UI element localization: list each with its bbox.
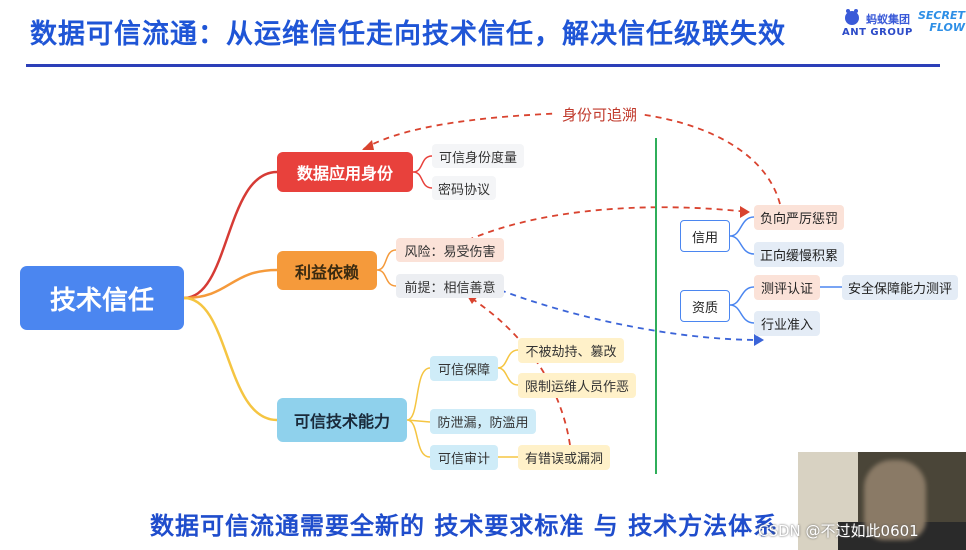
leaf-trusted-guarantee: 可信保障 [430, 356, 498, 381]
subleaf-limit-ops-misconduct: 限制运维人员作恶 [518, 373, 636, 398]
ant-logo-en: ANT GROUP [842, 27, 913, 38]
credit-item-severe-penalty: 负向严厉惩罚 [754, 205, 844, 230]
qual-item-industry-access: 行业准入 [754, 311, 820, 336]
branch-trusted-tech-capability: 可信技术能力 [277, 398, 407, 442]
qual-item-certification: 测评认证 [754, 275, 820, 300]
presenter-webcam [798, 452, 966, 550]
dash-risk-to-credit [447, 206, 749, 251]
security-capability-assessment: 安全保障能力测评 [842, 275, 958, 300]
title-underline [26, 64, 940, 67]
connector-root-interest [183, 268, 278, 300]
subleaf-errors-or-bugs: 有错误或漏洞 [518, 445, 610, 470]
leaf-risk-vulnerable: 风险：易受伤害 [396, 238, 504, 262]
connector-capability-leaves [406, 367, 431, 458]
dash-trace-arrowhead [362, 140, 374, 150]
connector-root-capability [183, 296, 278, 422]
connector-identity-leaves [412, 155, 433, 189]
branch-data-app-identity: 数据应用身份 [277, 152, 413, 192]
branch-interest-dependency: 利益依赖 [277, 251, 377, 290]
ant-logo-icon [845, 9, 859, 25]
connector-interest-leaves [376, 249, 397, 287]
connector-qual-items [729, 286, 755, 324]
secretflow-logo: SECRET FLOW [918, 10, 965, 34]
right-node-credit: 信用 [680, 220, 730, 252]
leaf-crypto-protocol: 密码协议 [432, 176, 496, 200]
secretflow-logo-line1: SECRET [918, 9, 965, 22]
connector-credit-items [729, 216, 755, 255]
connector-guarantee-subleaves [497, 349, 519, 386]
csdn-watermark: CSDN @不过如此0601 [758, 522, 919, 540]
subleaf-no-hijack-tamper: 不被劫持、篡改 [518, 338, 624, 363]
right-node-qualification: 资质 [680, 290, 730, 322]
leaf-leak-abuse-prevention: 防泄漏，防滥用 [430, 409, 536, 434]
secretflow-logo-line2: FLOW [929, 21, 965, 34]
divider-green-line [655, 138, 657, 474]
leaf-trusted-identity-measure: 可信身份度量 [432, 144, 524, 168]
ant-group-logo: 蚂蚁集团 ANT GROUP [842, 8, 913, 42]
dash-premise-to-access [499, 289, 761, 341]
page-title: 数据可信流通：从运维信任走向技术信任，解决信任级联失效 [30, 19, 786, 50]
leaf-premise-goodwill: 前提：相信善意 [396, 274, 504, 298]
dash-trace-arc [361, 110, 781, 205]
ant-logo-cn: 蚂蚁集团 [866, 13, 910, 26]
connector-root-identity [183, 170, 278, 300]
webcam-face [864, 460, 926, 540]
leaf-trusted-audit: 可信审计 [430, 445, 498, 470]
dash-risk-arrowhead [740, 206, 750, 218]
footer-slogan: 数据可信流通需要全新的 技术要求标准 与 技术方法体系 [150, 512, 779, 540]
root-node-tech-trust: 技术信任 [20, 266, 184, 330]
credit-item-slow-accumulate: 正向缓慢积累 [754, 242, 844, 267]
trace-label: 身份可追溯 [556, 104, 644, 125]
dash-premise-arrowhead [754, 334, 764, 346]
